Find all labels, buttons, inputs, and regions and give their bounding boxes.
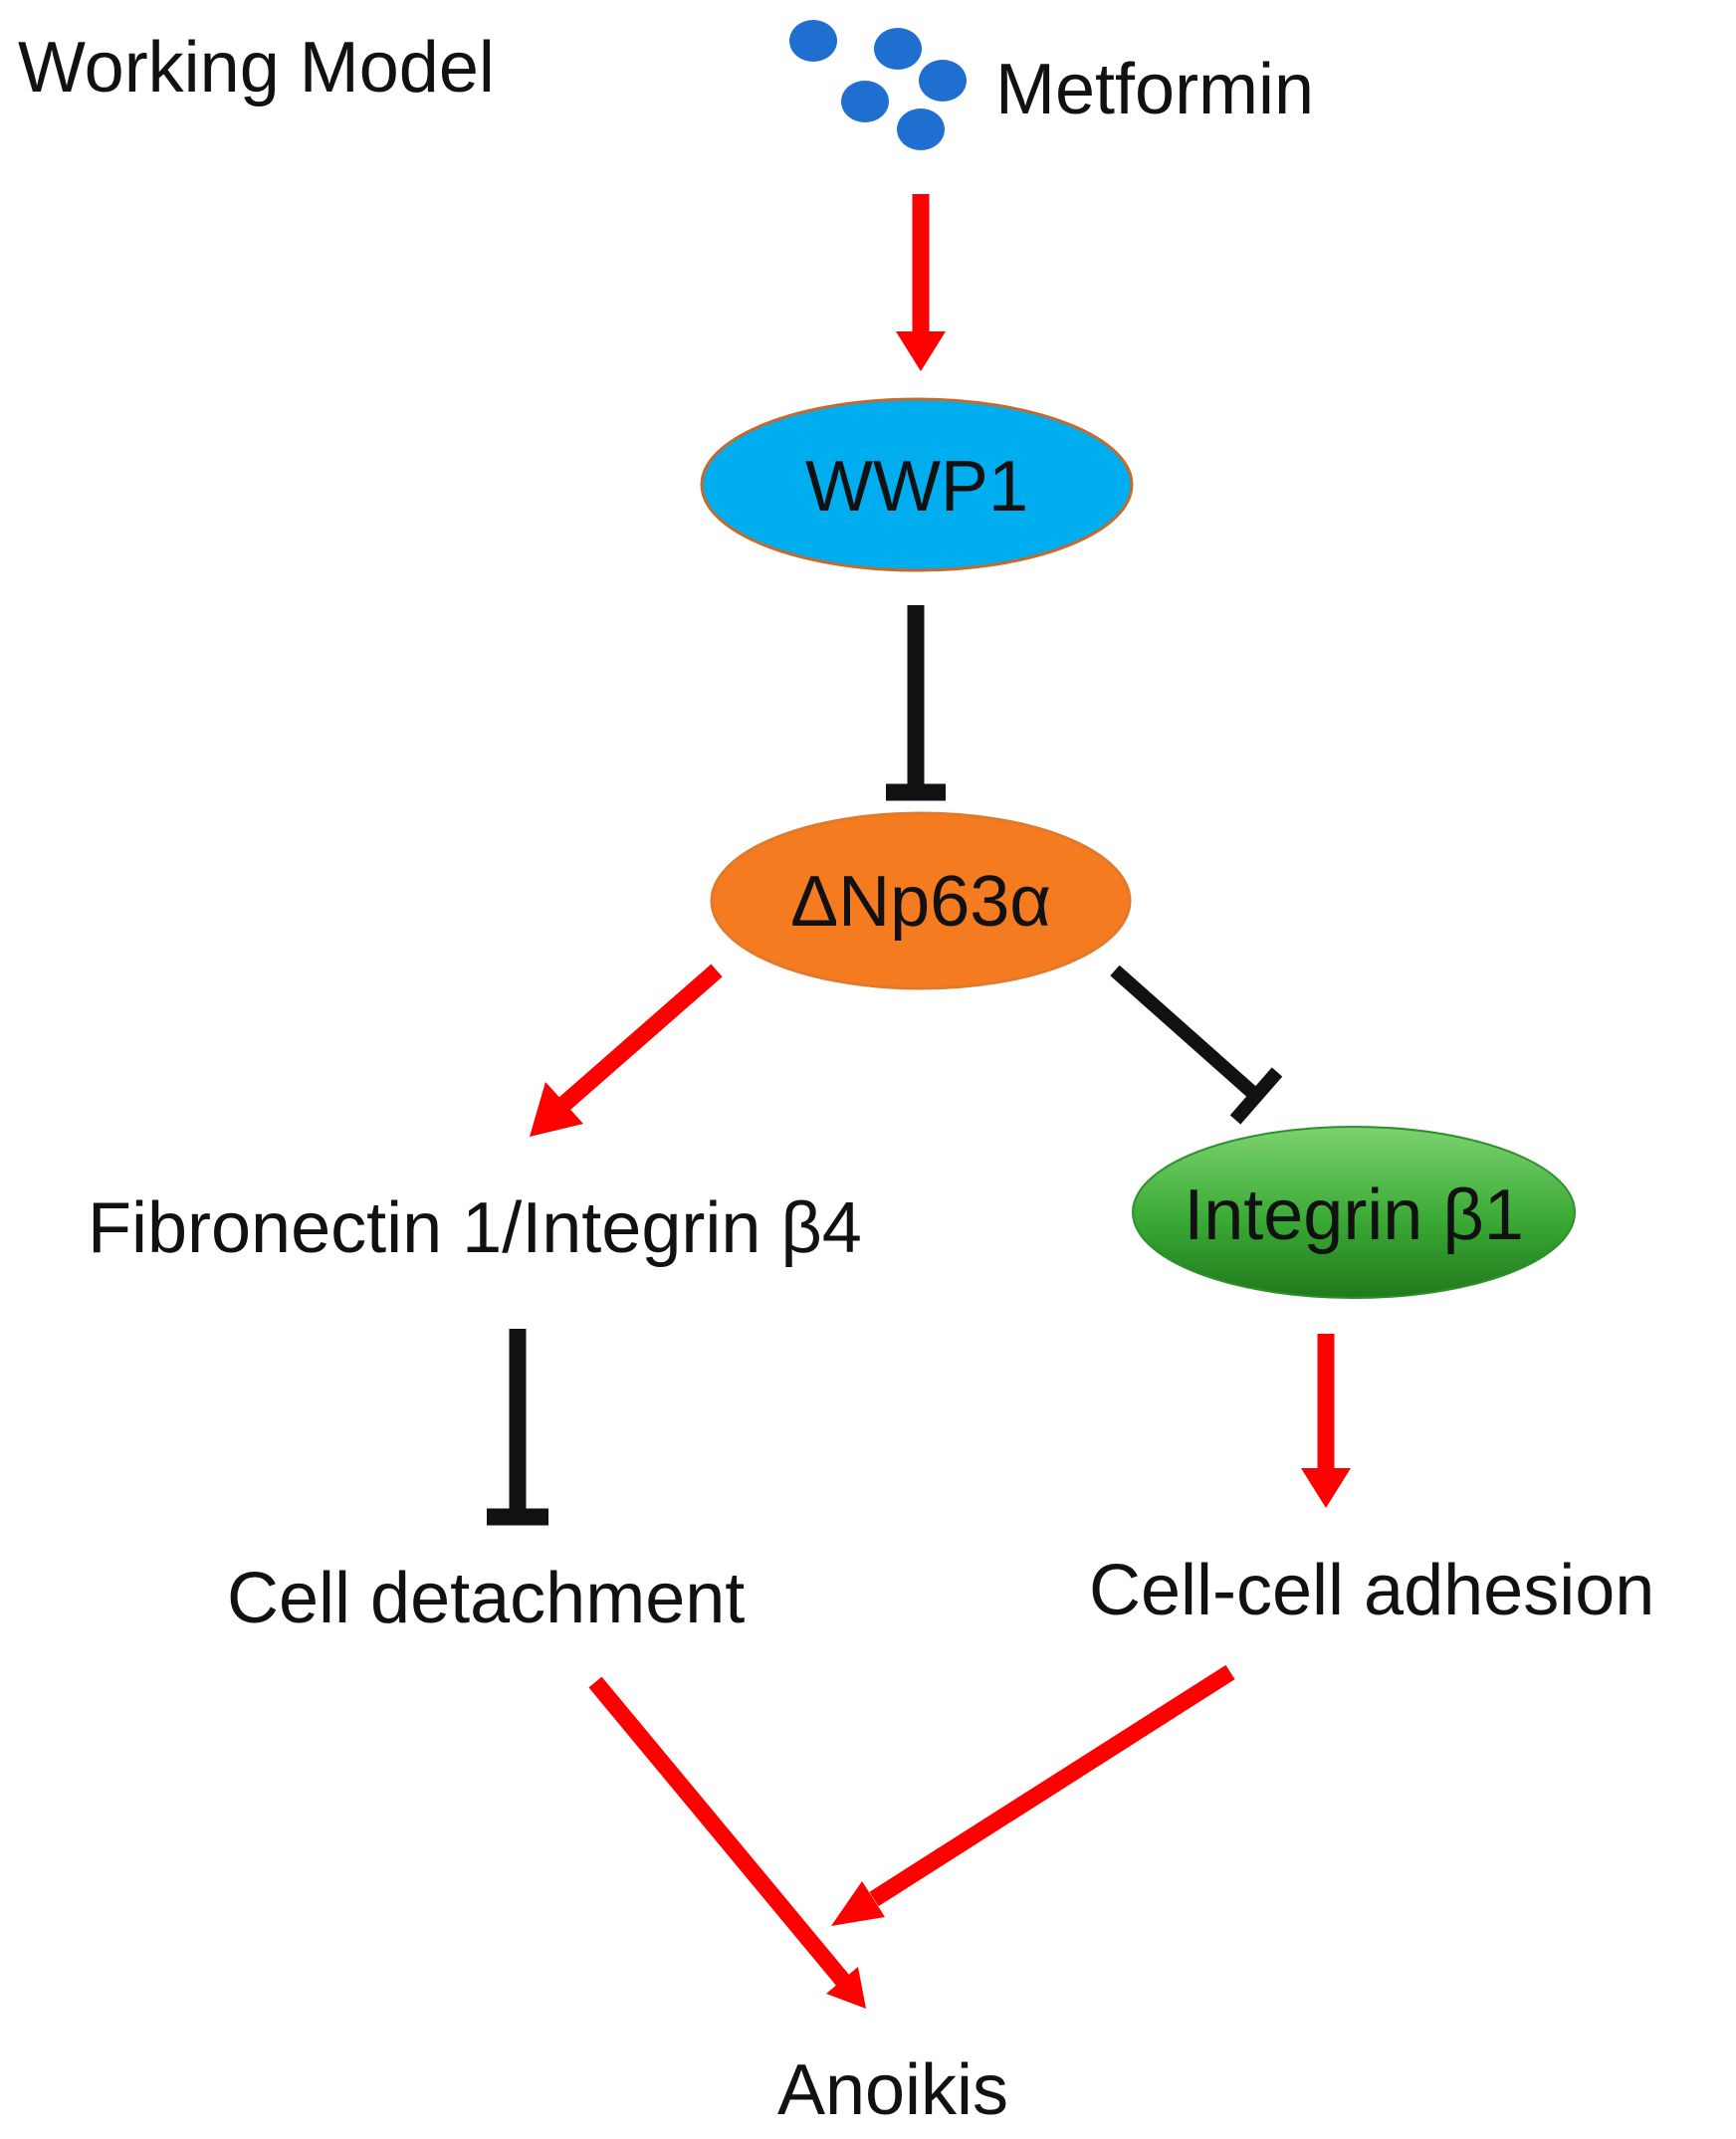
edge-integrin-b1-adhesion	[1301, 1334, 1351, 1508]
wwp1-label: WWP1	[805, 447, 1028, 527]
metformin-label: Metformin	[995, 50, 1314, 129]
fibronectin-label: Fibronectin 1/Integrin β4	[88, 1188, 862, 1268]
edge-dnp63a-integrin-b1	[1110, 964, 1283, 1125]
anoikis-label: Anoikis	[777, 2050, 1008, 2130]
wwp1-ellipse	[700, 397, 1134, 572]
edge-detachment-anoikis	[588, 1676, 866, 2009]
node-wwp1: WWP1	[700, 397, 1134, 572]
dnp63a-ellipse	[710, 811, 1132, 990]
integrin-b1-label: Integrin β1	[1184, 1176, 1524, 1255]
edge-metformin-wwp1	[896, 194, 946, 371]
dnp63a-label: ΔNp63α	[790, 862, 1051, 942]
edge-wwp1-dnp63a	[886, 605, 946, 801]
integrin-b1-ellipse	[1132, 1126, 1576, 1299]
edge-adhesion-anoikis	[831, 1664, 1235, 1926]
node-integrin-b1: Integrin β1	[1132, 1126, 1576, 1299]
cell-adhesion-label: Cell-cell adhesion	[1089, 1551, 1654, 1630]
cell-detachment-label: Cell detachment	[227, 1559, 745, 1638]
edge-fibronectin-detachment	[487, 1329, 548, 1526]
edge-dnp63a-fibronectin	[530, 963, 723, 1137]
title: Working Model	[18, 28, 495, 107]
metformin-dots-icon	[789, 20, 967, 150]
node-dnp63a: ΔNp63α	[710, 811, 1132, 990]
